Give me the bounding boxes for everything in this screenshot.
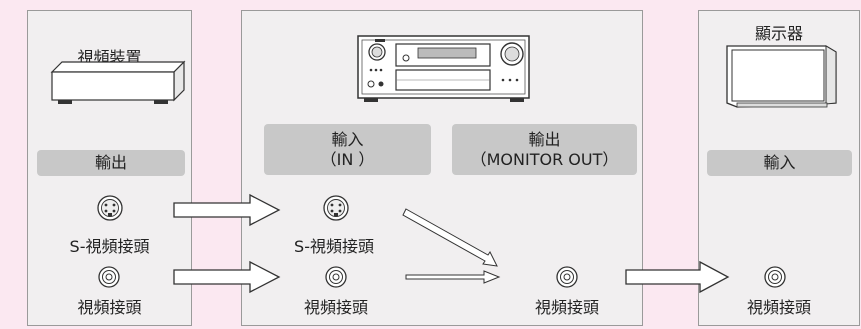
source-output-bar: 輸出	[37, 150, 185, 176]
arrow-icon	[405, 270, 501, 284]
source-s-video-label: S-視頻接頭	[69, 237, 150, 256]
receiver-input-bar: 輸入 （IN ）	[264, 124, 431, 175]
arrow-icon	[625, 260, 730, 294]
arrow-icon	[402, 208, 498, 267]
rca-jack-icon	[98, 266, 120, 288]
receiver-icon	[357, 35, 530, 102]
s-video-jack-icon	[323, 195, 349, 221]
receiver-output-line2: （MONITOR OUT）	[470, 149, 619, 169]
rca-jack-icon	[325, 266, 347, 288]
source-video-label: 視頻接頭	[77, 298, 142, 317]
arrow-icon	[173, 193, 281, 227]
monitor-icon	[726, 45, 837, 108]
receiver-output-line1: 輸出	[528, 129, 561, 149]
arrow-icon	[173, 260, 281, 294]
source-device-icon	[50, 60, 186, 104]
display-video-label: 視頻接頭	[746, 298, 811, 317]
receiver-output-bar: 輸出 （MONITOR OUT）	[452, 124, 637, 175]
receiver-input-line1: 輸入	[331, 129, 364, 149]
rca-jack-icon	[764, 266, 786, 288]
receiver-video-out-label: 視頻接頭	[534, 298, 599, 317]
s-video-jack-icon	[97, 195, 123, 221]
receiver-s-video-label: S-視頻接頭	[294, 237, 374, 256]
display-input-bar: 輸入	[707, 150, 852, 176]
receiver-video-in-label: 視頻接頭	[303, 298, 368, 317]
receiver-input-line2: （IN ）	[320, 149, 375, 169]
rca-jack-icon	[556, 266, 578, 288]
display-title: 顯示器	[754, 24, 803, 43]
